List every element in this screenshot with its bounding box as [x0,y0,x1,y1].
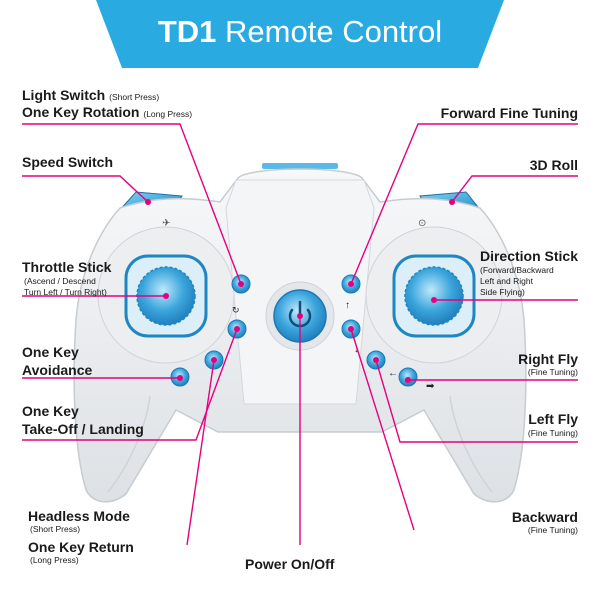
note-direction-3: Side Flying) [480,287,525,297]
page-title: TD1 Remote Control [96,12,504,52]
leader-forward [350,123,578,285]
leader-dots [145,199,455,383]
right-grip-seam [449,395,493,493]
leader-headless [186,359,215,546]
label-one-key-rotation: One Key Rotation (Long Press) [22,104,193,120]
label-throttle-stick: Throttle Stick [22,259,112,275]
label-forward-fine-tuning: Forward Fine Tuning [440,105,578,121]
label-right-fly: Right Fly [518,351,578,367]
label-takeoff-2: Take-Off / Landing [22,421,144,437]
top-indicator [262,163,338,169]
left-grip-seam [107,395,151,493]
right-arrow-icon: ➡ [426,381,435,392]
note-headless: (Short Press) [30,524,81,534]
note-right-fly: (Fine Tuning) [527,367,578,377]
title-model: TD1 [157,14,217,49]
leader-takeoff [22,328,238,441]
right-logo-icon: ⊙ [418,218,426,229]
label-headless-mode: Headless Mode [28,508,130,524]
note-direction-1: (Forward/Backward [480,265,554,275]
left-logo-icon: ✈ [162,218,170,229]
label-power: Power On/Off [245,556,335,572]
label-takeoff-1: One Key [22,403,79,419]
leader-light-switch [22,123,242,285]
leader-left-fly [375,359,578,443]
leader-lines [22,123,578,546]
note-throttle-1: (Ascend / Descend [24,276,96,286]
label-light-switch: Light Switch (Short Press) [22,87,160,103]
label-avoidance-2: Avoidance [22,362,93,378]
label-one-key-return: One Key Return [28,539,134,555]
note-return: (Long Press) [30,555,79,565]
title-rest: Remote Control [216,14,443,49]
leader-3d-roll [451,175,578,203]
note-direction-2: Left and Right [480,276,533,286]
left-arrow-icon: ← [388,368,398,379]
down-arrow-icon: ↓ [354,344,359,355]
up-arrow-icon: ↑ [345,300,350,311]
label-left-fly: Left Fly [528,411,578,427]
leader-backward [350,328,415,531]
direction-stick-center[interactable] [404,266,464,326]
label-direction-stick: Direction Stick [479,248,578,264]
note-backward: (Fine Tuning) [527,525,578,535]
label-avoidance-1: One Key [22,344,79,360]
label-backward: Backward [511,509,578,525]
note-left-fly: (Fine Tuning) [527,428,578,438]
rotation-icon: ↻ [232,305,240,315]
note-throttle-2: Turn Left / Turn Right) [24,287,107,297]
leader-speed-switch [22,175,149,203]
label-3d-roll: 3D Roll [529,157,578,173]
title-banner [96,0,504,68]
label-speed-switch: Speed Switch [22,154,114,170]
